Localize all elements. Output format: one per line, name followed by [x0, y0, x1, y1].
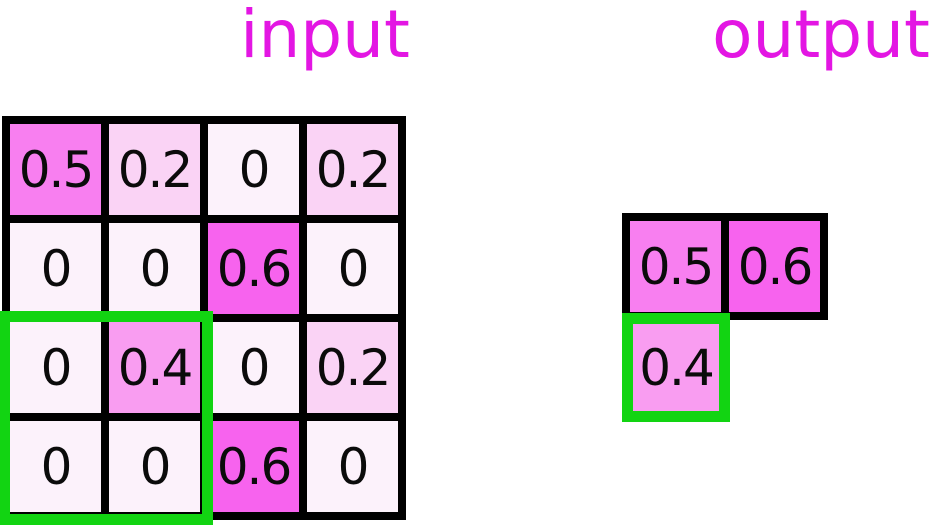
input-cell-r2c4: 0	[307, 223, 398, 314]
input-cell-r1c1: 0.5	[10, 124, 101, 215]
input-cell-r3c3: 0	[208, 322, 299, 413]
input-cell-r4c4: 0	[307, 421, 398, 512]
output-cell-r1c1: 0.5	[630, 221, 721, 312]
input-cell-r4c1: 0	[10, 421, 101, 512]
input-cell-r2c1: 0	[10, 223, 101, 314]
output-cell-r2c1-highlighted: 0.4	[622, 313, 730, 422]
input-cell-r1c4: 0.2	[307, 124, 398, 215]
input-cell-r2c3: 0.6	[208, 223, 299, 314]
input-cell-r4c2: 0	[109, 421, 200, 512]
output-cell-r1c2: 0.6	[729, 221, 820, 312]
input-cell-r1c2: 0.2	[109, 124, 200, 215]
input-cell-r1c3: 0	[208, 124, 299, 215]
input-title: input	[240, 0, 410, 73]
input-cell-r3c2: 0.4	[109, 322, 200, 413]
input-matrix: 0.5 0.2 0 0.2 0 0 0.6 0 0 0.4 0 0.2 0 0 …	[2, 116, 406, 520]
output-matrix: 0.5 0.6	[622, 213, 828, 320]
output-title: output	[712, 0, 930, 73]
input-cell-r4c3: 0.6	[208, 421, 299, 512]
input-cell-r3c4: 0.2	[307, 322, 398, 413]
input-cell-r3c1: 0	[10, 322, 101, 413]
input-cell-r2c2: 0	[109, 223, 200, 314]
